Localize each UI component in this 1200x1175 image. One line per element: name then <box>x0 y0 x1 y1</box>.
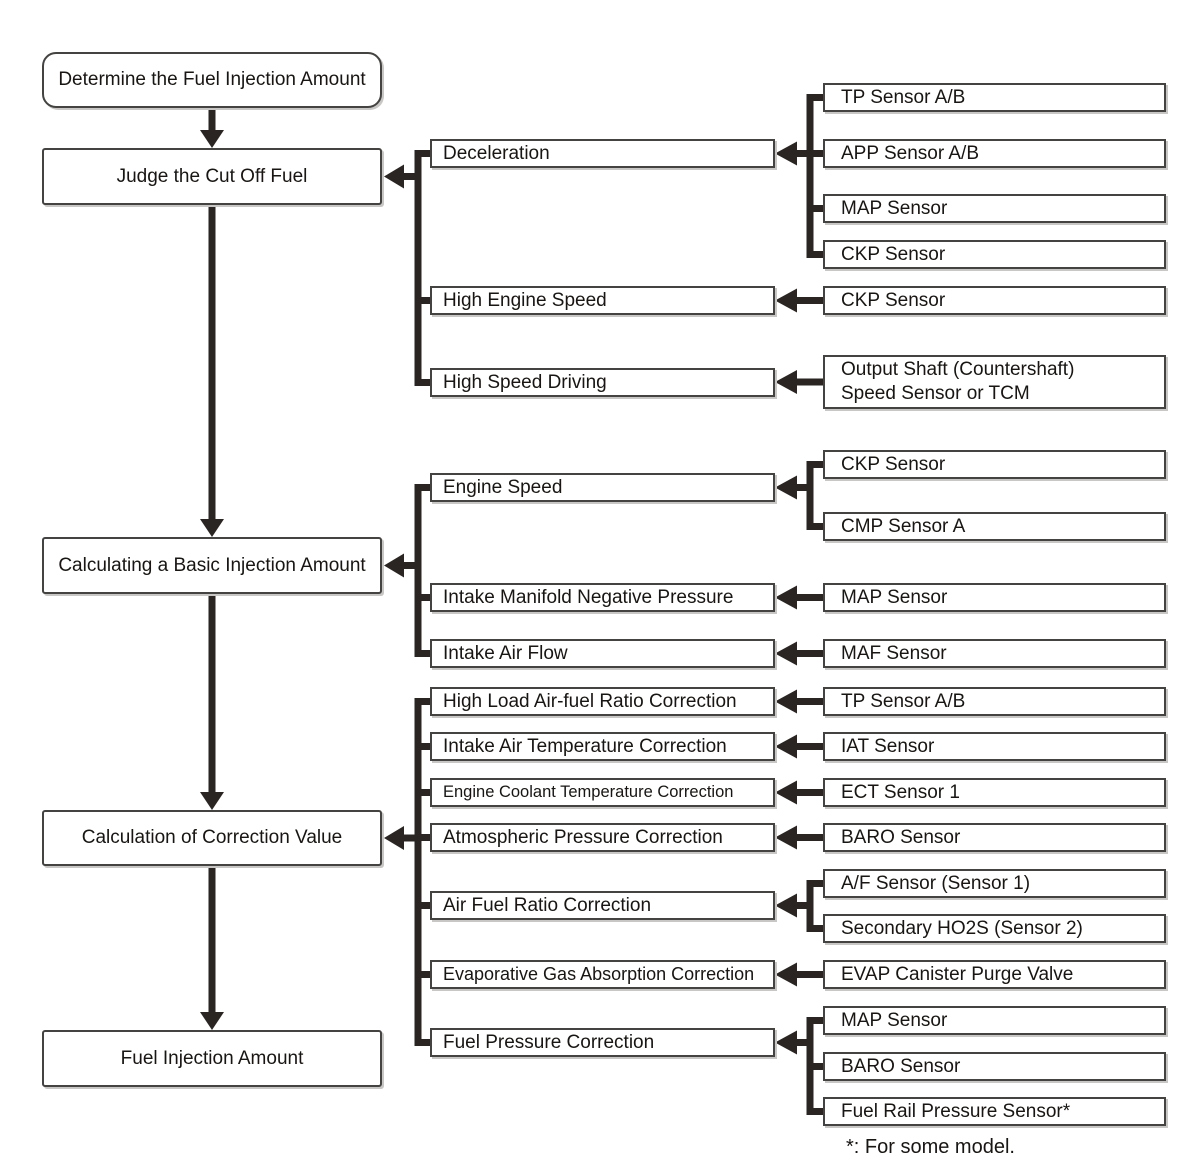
flow-step-determine-fuel-injection: Determine the Fuel Injection Amount <box>42 52 382 108</box>
footnote-asterisk: *: For some model. <box>846 1136 1015 1158</box>
sensor-ckp-1: CKP Sensor <box>823 240 1166 269</box>
flow-step-correction-value: Calculation of Correction Value <box>42 810 382 866</box>
flow-step-judge-cut-off-fuel: Judge the Cut Off Fuel <box>42 148 382 205</box>
sensor-ckp-3: CKP Sensor <box>823 450 1166 479</box>
sensor-fuel-rail-pressure: Fuel Rail Pressure Sensor* <box>823 1097 1166 1126</box>
sensor-cmp-a: CMP Sensor A <box>823 512 1166 541</box>
sensor-baro-1: BARO Sensor <box>823 823 1166 852</box>
flow-step-fuel-injection-amount: Fuel Injection Amount <box>42 1030 382 1087</box>
sensor-baro-2: BARO Sensor <box>823 1052 1166 1081</box>
condition-high-engine-speed: High Engine Speed <box>430 286 775 315</box>
condition-intake-air-flow: Intake Air Flow <box>430 639 775 668</box>
sensor-ect-1: ECT Sensor 1 <box>823 778 1166 807</box>
sensor-iat: IAT Sensor <box>823 732 1166 761</box>
sensor-secondary-ho2s: Secondary HO2S (Sensor 2) <box>823 914 1166 943</box>
sensor-ckp-2: CKP Sensor <box>823 286 1166 315</box>
sensor-tp-a-b-2: TP Sensor A/B <box>823 687 1166 716</box>
flow-step-basic-injection-amount: Calculating a Basic Injection Amount <box>42 537 382 594</box>
sensor-app-a-b: APP Sensor A/B <box>823 139 1166 168</box>
condition-intake-air-temperature-correction: Intake Air Temperature Correction <box>430 732 775 761</box>
condition-evaporative-gas-absorption-correction: Evaporative Gas Absorption Correction <box>430 960 775 989</box>
condition-high-load-af-ratio-correction: High Load Air-fuel Ratio Correction <box>430 687 775 716</box>
sensor-map-2: MAP Sensor <box>823 583 1166 612</box>
sensor-map-3: MAP Sensor <box>823 1006 1166 1035</box>
sensor-tp-a-b-1: TP Sensor A/B <box>823 83 1166 112</box>
condition-atmospheric-pressure-correction: Atmospheric Pressure Correction <box>430 823 775 852</box>
condition-deceleration: Deceleration <box>430 139 775 168</box>
condition-engine-coolant-temperature-correction: Engine Coolant Temperature Correction <box>430 778 775 807</box>
sensor-map-1: MAP Sensor <box>823 194 1166 223</box>
sensor-maf: MAF Sensor <box>823 639 1166 668</box>
condition-high-speed-driving: High Speed Driving <box>430 368 775 397</box>
condition-intake-manifold-negative-pressure: Intake Manifold Negative Pressure <box>430 583 775 612</box>
sensor-evap-canister-purge-valve: EVAP Canister Purge Valve <box>823 960 1166 989</box>
sensor-af-sensor-1: A/F Sensor (Sensor 1) <box>823 869 1166 898</box>
condition-air-fuel-ratio-correction: Air Fuel Ratio Correction <box>430 891 775 920</box>
condition-fuel-pressure-correction: Fuel Pressure Correction <box>430 1028 775 1057</box>
condition-engine-speed: Engine Speed <box>430 473 775 502</box>
sensor-output-shaft-speed-or-tcm: Output Shaft (Countershaft) Speed Sensor… <box>823 355 1166 409</box>
